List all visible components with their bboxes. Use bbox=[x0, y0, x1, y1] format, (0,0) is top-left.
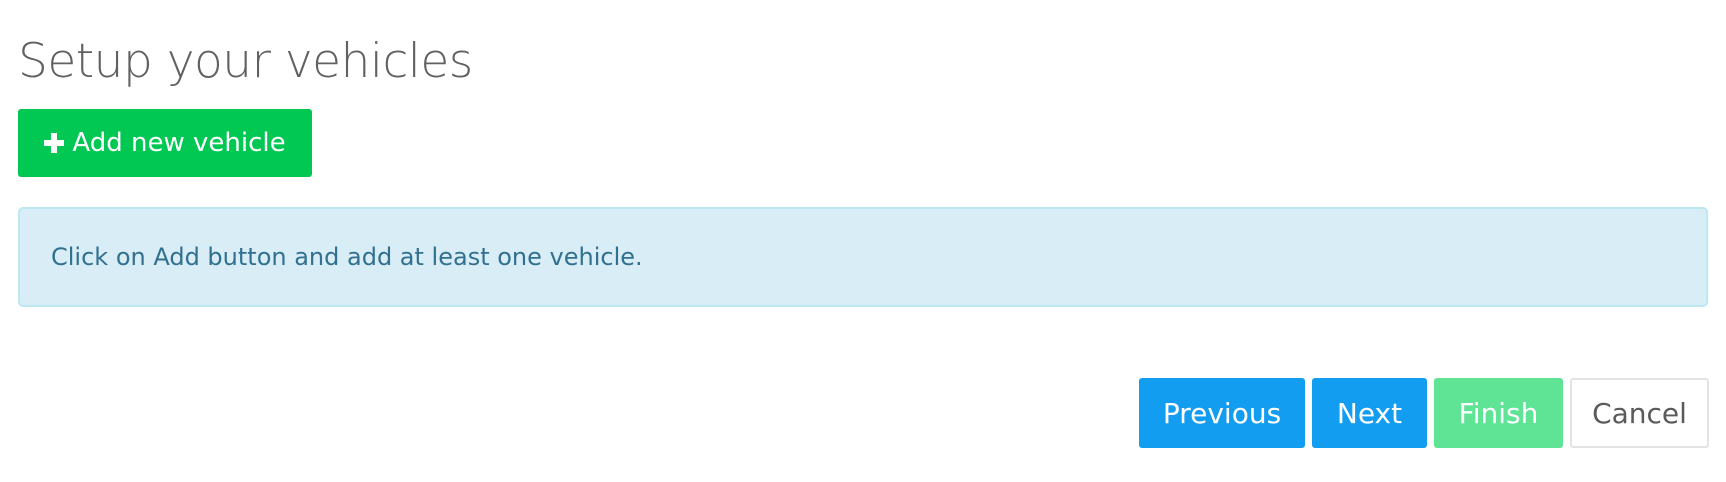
info-alert-message: Click on Add button and add at least one… bbox=[51, 243, 643, 271]
add-new-vehicle-button[interactable]: Add new vehicle bbox=[18, 109, 312, 177]
page-title: Setup your vehicles bbox=[18, 34, 473, 89]
plus-icon bbox=[44, 133, 65, 153]
previous-button[interactable]: Previous bbox=[1139, 378, 1305, 448]
finish-button[interactable]: Finish bbox=[1434, 378, 1563, 448]
next-button[interactable]: Next bbox=[1312, 378, 1427, 448]
info-alert: Click on Add button and add at least one… bbox=[18, 207, 1708, 307]
cancel-button[interactable]: Cancel bbox=[1570, 378, 1709, 448]
add-new-vehicle-label: Add new vehicle bbox=[72, 128, 286, 158]
wizard-actions: Previous Next Finish Cancel bbox=[1139, 378, 1709, 448]
